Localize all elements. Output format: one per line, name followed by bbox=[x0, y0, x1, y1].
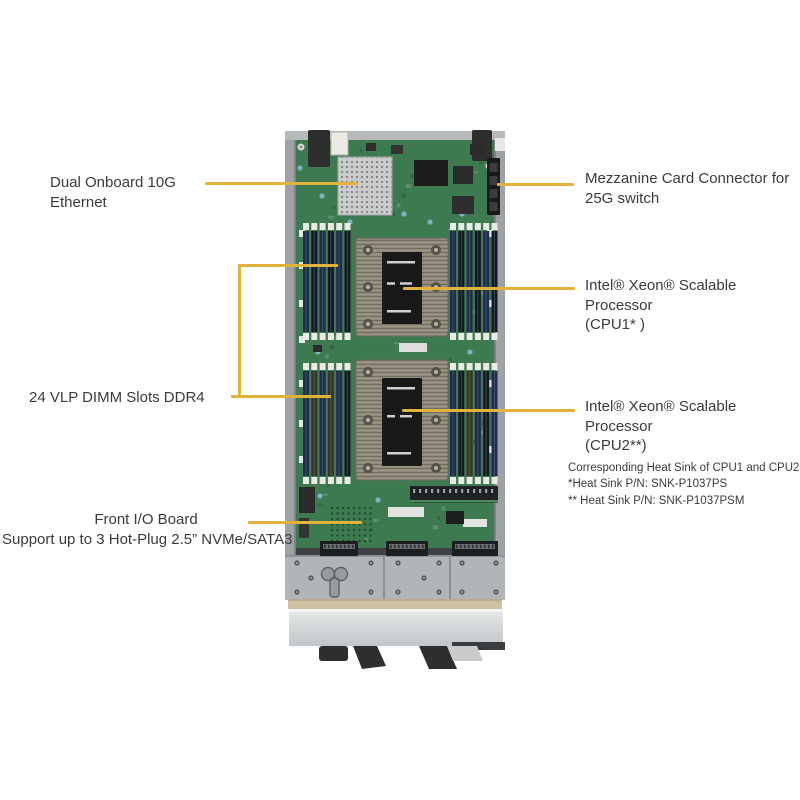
heatsink-note: Corresponding Heat Sink of CPU1 and CPU2… bbox=[568, 460, 800, 509]
board-tray bbox=[285, 131, 505, 650]
ethernet-heatsink bbox=[337, 156, 393, 216]
cpu1-heatsink bbox=[355, 237, 449, 337]
dimm-slots bbox=[303, 223, 498, 484]
label-ethernet: Dual Onboard 10G Ethernet bbox=[50, 173, 225, 212]
label-dimm: 24 VLP DIMM Slots DDR4 bbox=[29, 388, 205, 408]
callout-line-cpu1 bbox=[403, 287, 575, 290]
heatsink-note-line2: *Heat Sink P/N: SNK-P1037PS bbox=[568, 478, 728, 491]
label-cpu1-line1: Intel® Xeon® Scalable Processor bbox=[585, 277, 737, 314]
label-mezzanine-line2: 25G switch bbox=[585, 189, 660, 207]
label-cpu2-line1: Intel® Xeon® Scalable Processor bbox=[585, 398, 737, 435]
heatsink-note-line1: Corresponding Heat Sink of CPU1 and CPU2 bbox=[568, 462, 800, 474]
callout-bracket-dimm-vertical bbox=[238, 264, 241, 398]
keyhole-cutout bbox=[320, 566, 349, 598]
callout-line-cpu2 bbox=[402, 409, 575, 412]
mezzanine-connector bbox=[487, 158, 500, 215]
label-mezzanine: Mezzanine Card Connector for 25G switch bbox=[585, 169, 800, 208]
callout-bracket-dimm-top bbox=[238, 264, 338, 267]
label-mezzanine-line1: Mezzanine Card Connector for bbox=[585, 170, 790, 187]
top-chips bbox=[366, 143, 485, 214]
front-io-area bbox=[299, 486, 498, 544]
label-ethernet-line2: Ethernet bbox=[50, 193, 107, 211]
label-cpu1: Intel® Xeon® Scalable Processor (CPU1* ) bbox=[585, 276, 800, 335]
label-front-io-line2: Support up to 3 Hot-Plug 2.5” NVMe/SATA3 bbox=[2, 530, 293, 548]
callout-line-mezzanine bbox=[497, 183, 574, 186]
callout-line-ethernet bbox=[205, 182, 358, 185]
label-cpu2: Intel® Xeon® Scalable Processor (CPU2**) bbox=[585, 397, 800, 456]
label-ethernet-line1: Dual Onboard 10G bbox=[50, 174, 176, 191]
drive-connectors bbox=[320, 541, 498, 556]
label-front-io: Front I/O Board Support up to 3 Hot-Plug… bbox=[2, 510, 293, 549]
heatsink-note-line3: ** Heat Sink P/N: SNK-P1037PSM bbox=[568, 494, 745, 507]
label-cpu1-line2: (CPU1* ) bbox=[585, 316, 646, 333]
handle-feet bbox=[319, 646, 483, 669]
callout-line-front-io bbox=[248, 521, 362, 524]
label-cpu2-line2: (CPU2**) bbox=[585, 437, 647, 454]
cpu2-heatsink bbox=[355, 359, 449, 481]
callout-bracket-dimm-bottom bbox=[231, 395, 331, 398]
label-front-io-line1: Front I/O Board bbox=[94, 511, 198, 528]
label-dimm-text: 24 VLP DIMM Slots DDR4 bbox=[29, 389, 205, 406]
